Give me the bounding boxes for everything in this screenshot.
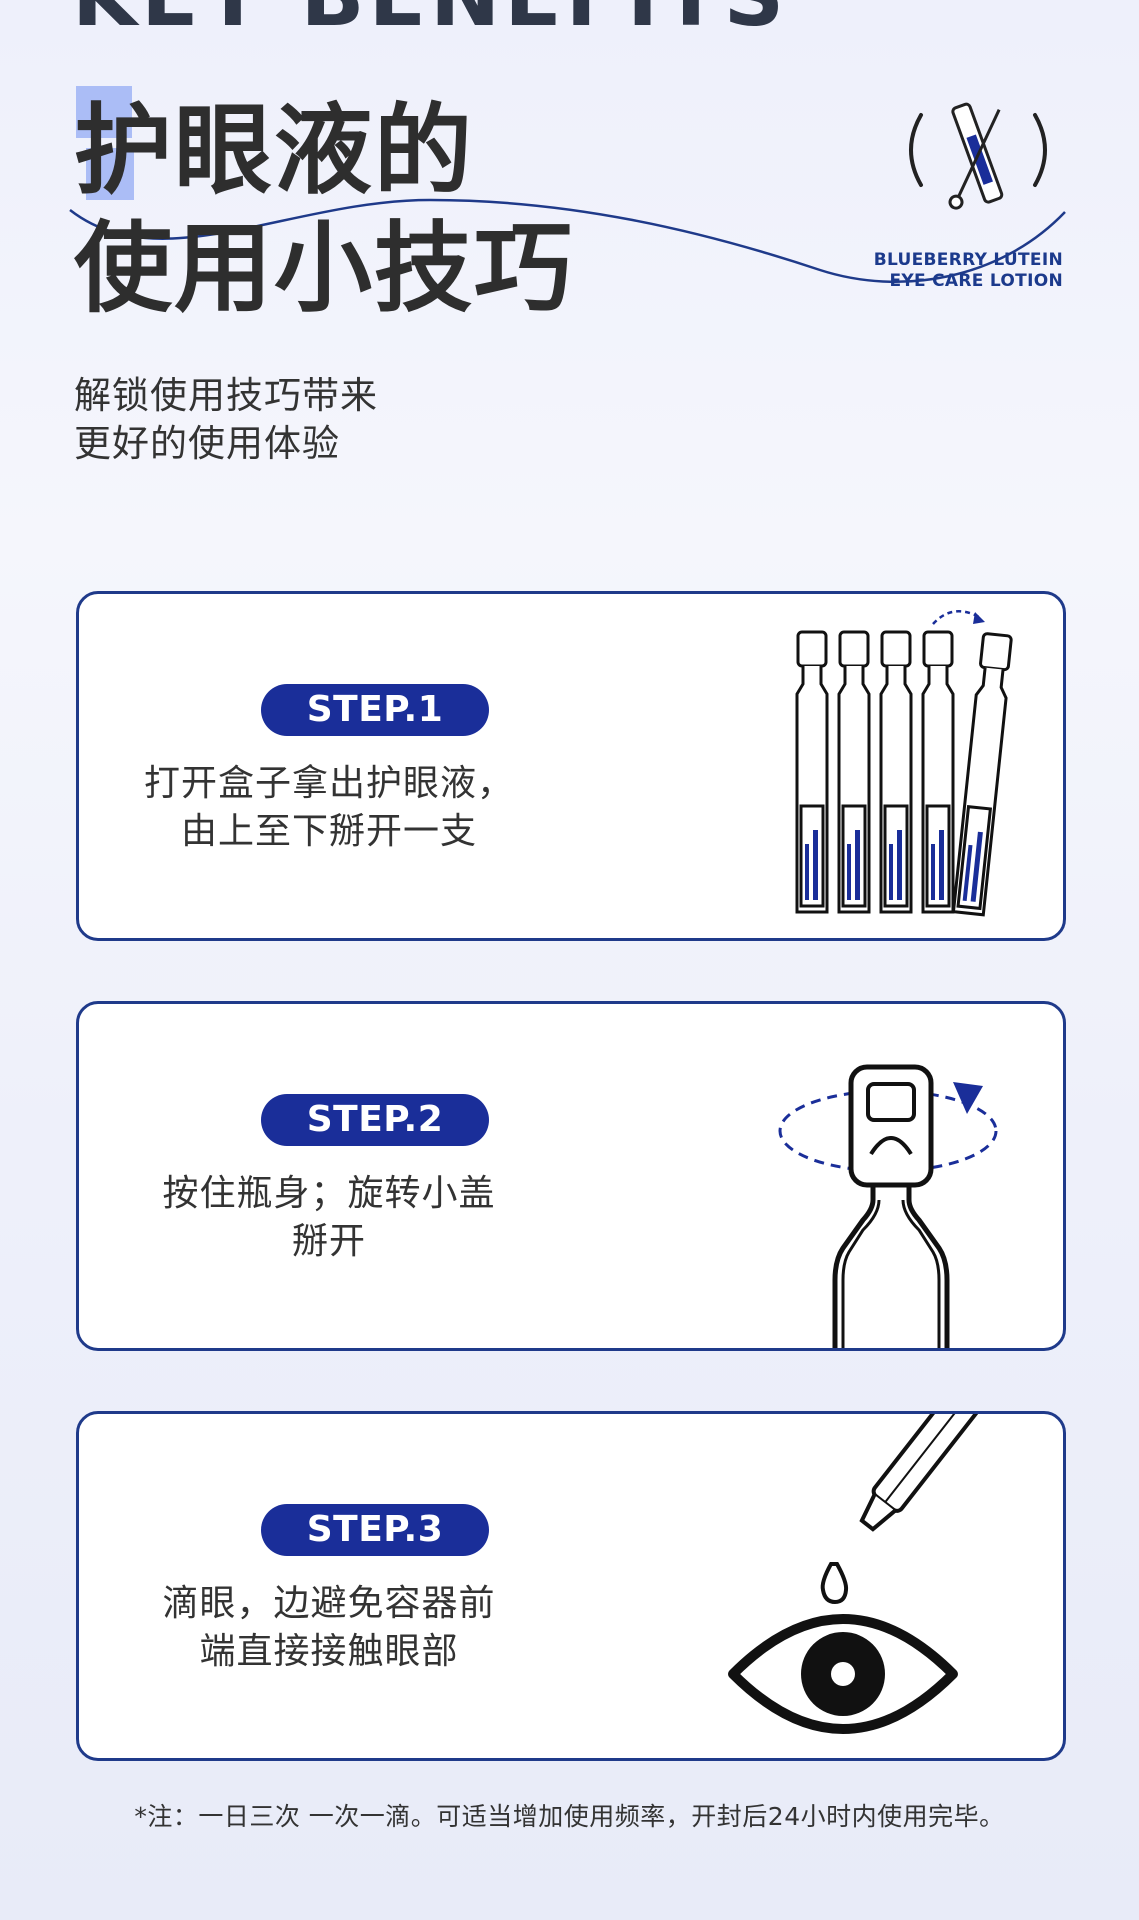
step-description: 打开盒子拿出护眼液， 由上至下掰开一支 — [99, 760, 559, 856]
step-badge: STEP.3 — [261, 1504, 489, 1556]
subtitle-line-1: 解锁使用技巧带来 — [74, 374, 378, 417]
page-title: 护眼液的 使用小技巧 — [74, 92, 574, 328]
step-card-1: STEP.1 打开盒子拿出护眼液， 由上至下掰开一支 — [76, 591, 1066, 941]
step-description-line: 滴眼，边避免容器前 — [162, 1583, 496, 1624]
subtitle-line-2: 更好的使用体验 — [74, 422, 340, 465]
step-badge: STEP.1 — [261, 684, 489, 736]
title-line-2: 使用小技巧 — [74, 212, 575, 326]
step-description-line: 端直接接触眼部 — [199, 1631, 459, 1672]
title-line-1: 护眼液的 — [74, 94, 475, 208]
step-description-line: 打开盒子拿出护眼液， — [143, 763, 514, 804]
brand-name: BLUEBERRY LUTEIN EYE CARE LOTION — [874, 250, 1063, 292]
vial-strip-icon — [795, 610, 1013, 917]
title-accent-block — [76, 86, 132, 138]
step-description-line: 按住瓶身；旋转小盖 — [162, 1173, 496, 1214]
step-description: 滴眼，边避免容器前 端直接接触眼部 — [99, 1580, 559, 1676]
twist-cap-icon — [778, 1064, 998, 1348]
decorative-wave — [69, 198, 1066, 284]
eye-drop-icon — [728, 1414, 990, 1734]
brand-vial-icon — [909, 102, 1047, 210]
brand-line-1: BLUEBERRY LUTEIN — [873, 250, 1063, 270]
brand-line-2: EYE CARE LOTION — [889, 271, 1063, 291]
key-benefits-heading: KEY BENEFITS — [72, 0, 788, 38]
step-description: 按住瓶身；旋转小盖 掰开 — [99, 1170, 559, 1266]
title-accent-block — [86, 148, 134, 200]
step-description-line: 由上至下掰开一支 — [180, 811, 477, 852]
step-description-line: 掰开 — [291, 1221, 366, 1262]
step-card-3: STEP.3 滴眼，边避免容器前 端直接接触眼部 — [76, 1411, 1066, 1761]
step-badge: STEP.2 — [261, 1094, 489, 1146]
subtitle: 解锁使用技巧带来 更好的使用体验 — [74, 372, 378, 468]
step-card-2: STEP.2 按住瓶身；旋转小盖 掰开 — [76, 1001, 1066, 1351]
usage-footnote: *注：一日三次 一次一滴。可适当增加使用频率，开封后24小时内使用完毕。 — [134, 1802, 1005, 1831]
